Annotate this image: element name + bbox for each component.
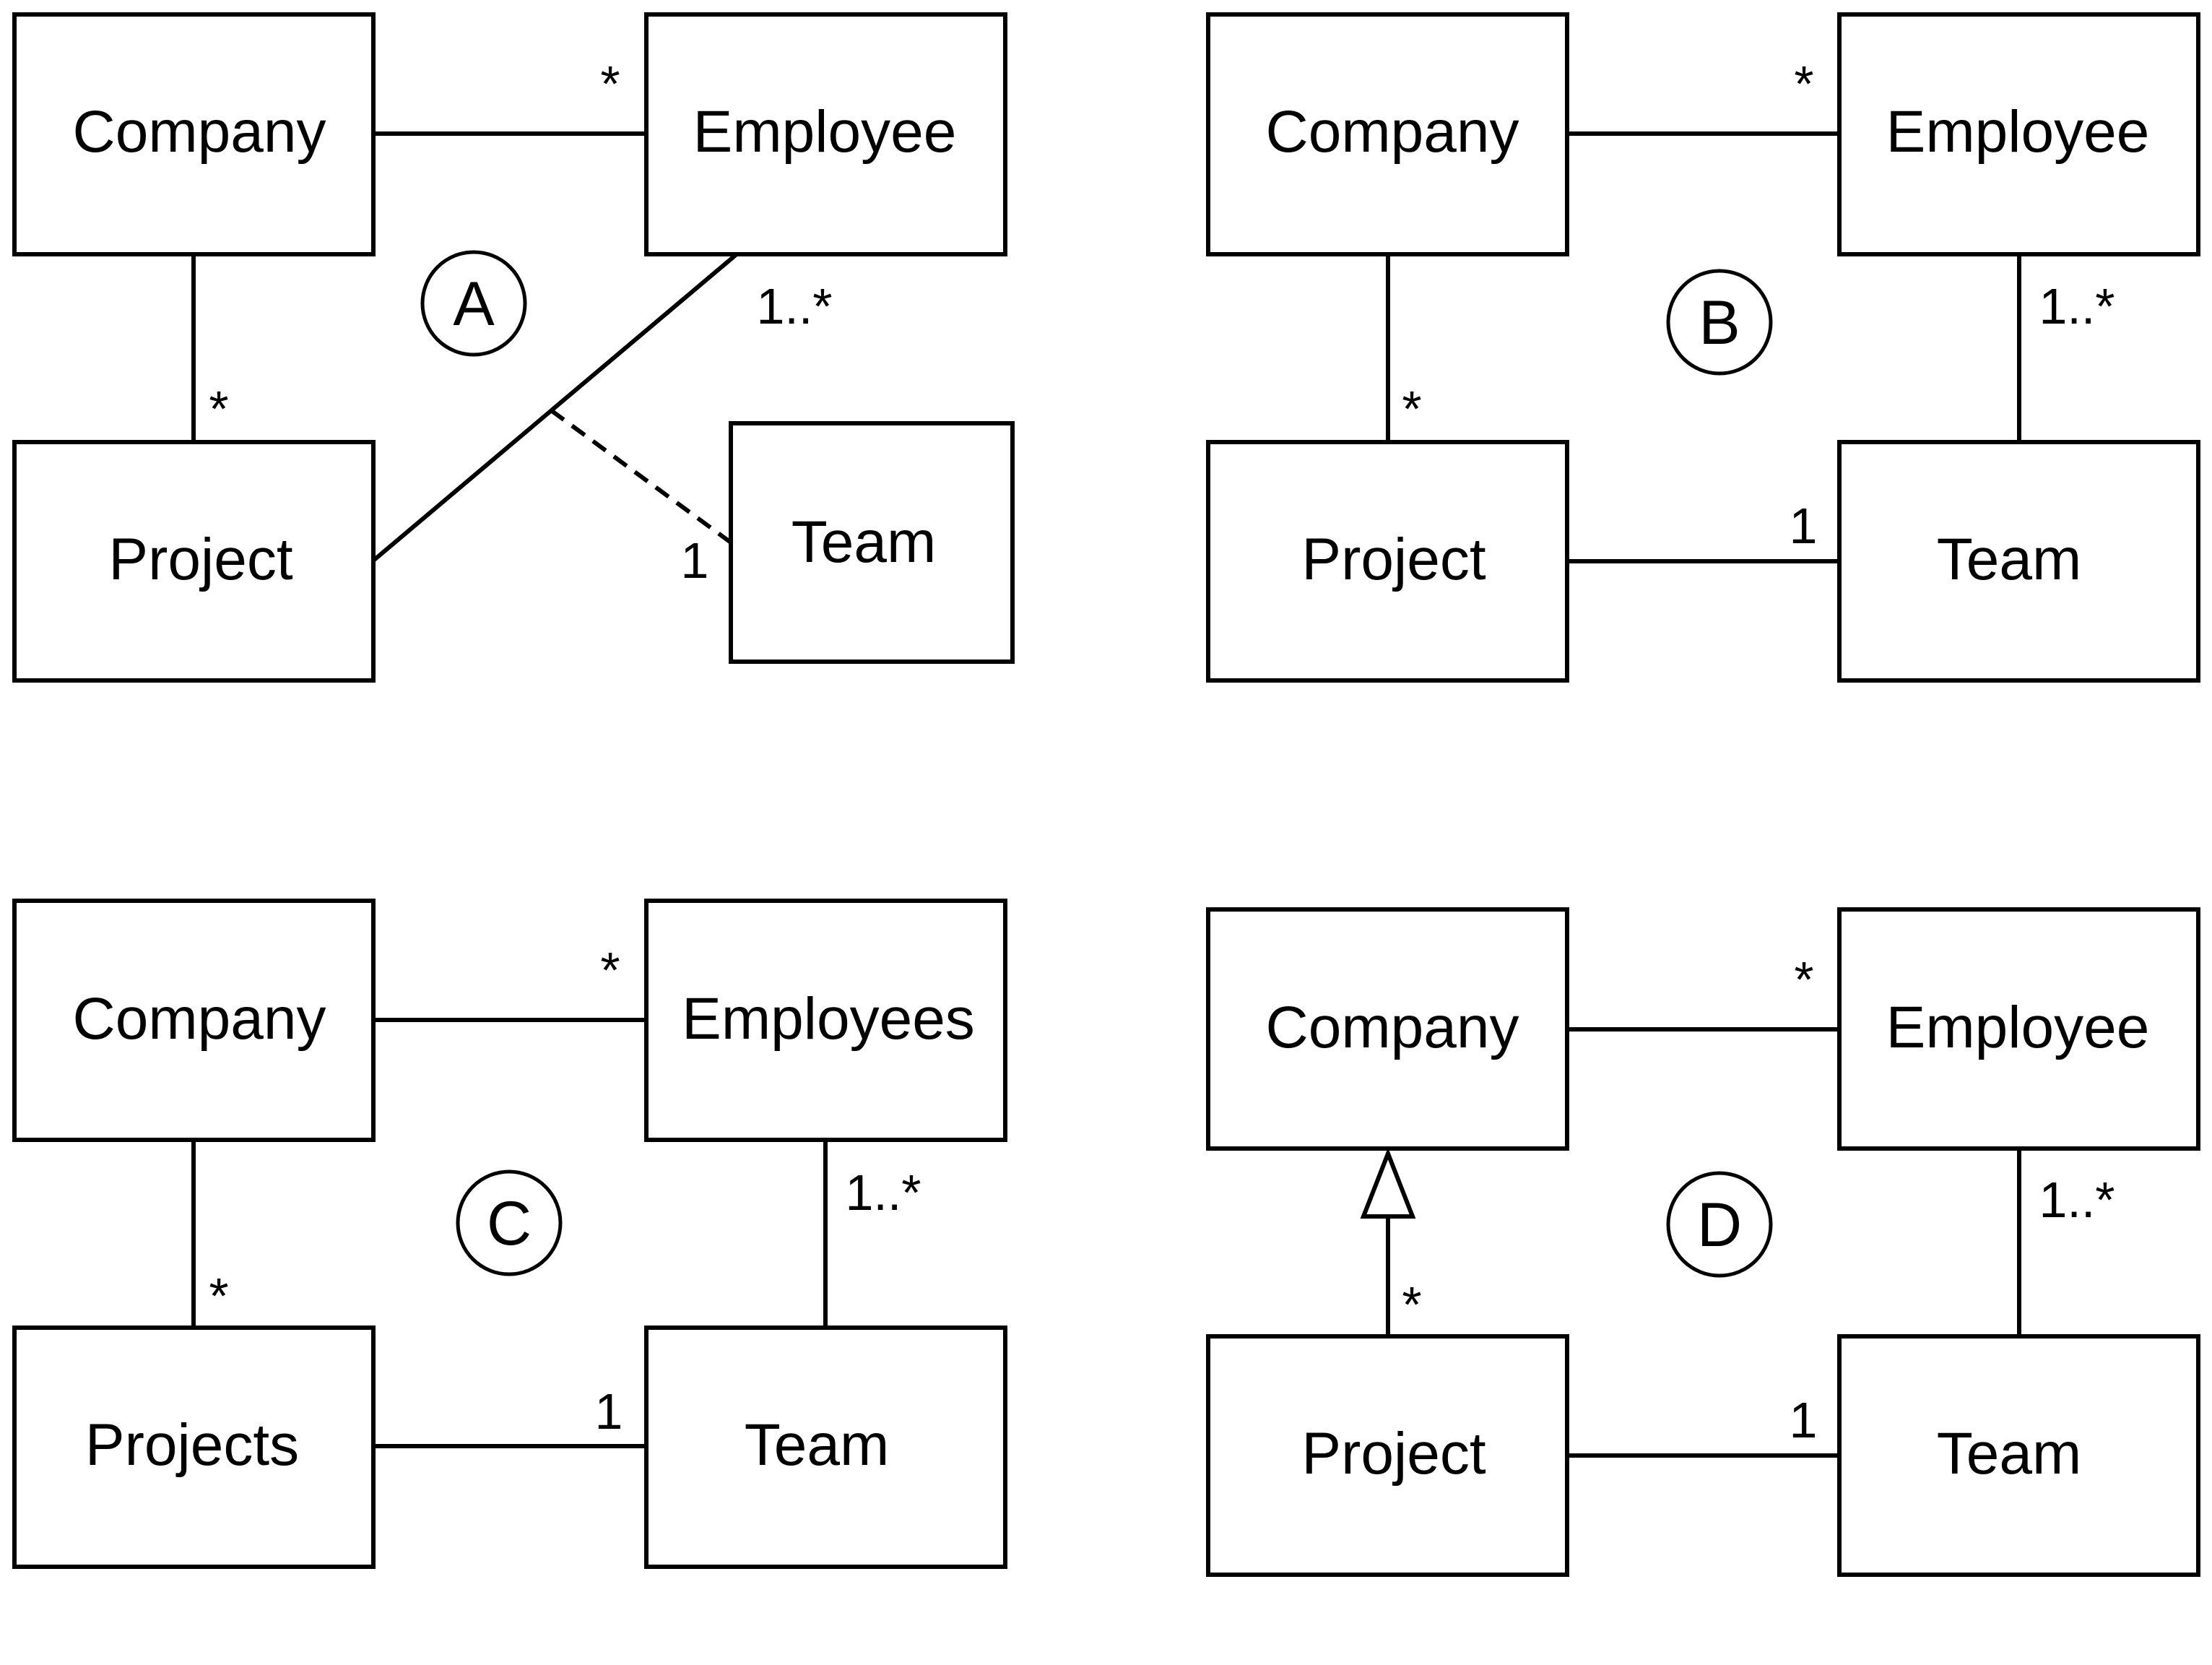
panel-marker-circle	[420, 250, 527, 357]
company-box	[12, 899, 376, 1142]
project-label: Project	[1301, 527, 1485, 592]
project-label: Project	[1301, 1421, 1485, 1487]
employee-box	[1837, 12, 2200, 256]
employees-multiplicity: *	[600, 942, 620, 998]
project-multiplicity: *	[1402, 381, 1421, 437]
employee-label: Employee	[1886, 99, 2150, 165]
team-box	[1837, 440, 2200, 683]
panel-marker-label: C	[487, 1189, 532, 1258]
edge-employee-project	[372, 252, 738, 563]
panel-b: Company Employee Project Team * * 1..* 1…	[1206, 12, 2200, 683]
panel-marker-circle	[456, 1169, 563, 1276]
project-label: Project	[108, 527, 292, 592]
project-multiplicity: *	[209, 381, 228, 437]
employees-box	[644, 899, 1007, 1142]
team-box	[729, 421, 1015, 664]
team-multiplicity: 1	[1790, 1392, 1818, 1448]
team-multiplicity: 1	[595, 1383, 623, 1440]
association-class-link	[550, 408, 732, 545]
company-label: Company	[73, 986, 326, 1052]
employee-multiplicity: *	[1794, 56, 1813, 112]
company-label: Company	[73, 99, 326, 165]
team-multiplicity: 1	[681, 532, 709, 589]
employee-label: Employee	[693, 99, 957, 165]
project-box	[1206, 440, 1569, 683]
team-label: Team	[1937, 1421, 2082, 1487]
employee-project-multiplicity: 1..*	[756, 278, 832, 334]
company-label: Company	[1266, 995, 1519, 1060]
team-employees-multiplicity: 1..*	[845, 1164, 921, 1221]
projects-multiplicity: *	[209, 1268, 228, 1324]
employee-label: Employee	[1886, 995, 2150, 1060]
panel-a: Company Employee Project Team * * 1..* 1…	[12, 12, 1015, 683]
team-multiplicity: 1	[1790, 498, 1818, 554]
panel-marker-label: B	[1699, 288, 1740, 358]
employees-label: Employees	[682, 986, 975, 1052]
team-box	[644, 1325, 1007, 1569]
projects-box	[12, 1325, 376, 1569]
panel-marker-circle	[1666, 1171, 1773, 1278]
panel-c: Company Employees Projects Team * * 1..*…	[12, 899, 1007, 1569]
panel-marker-label: D	[1697, 1190, 1742, 1260]
project-box	[12, 440, 376, 683]
employee-box	[644, 12, 1007, 256]
employee-multiplicity: *	[1794, 951, 1813, 1008]
employee-box	[1837, 907, 2200, 1151]
company-label: Company	[1266, 99, 1519, 165]
team-label: Team	[791, 509, 937, 575]
company-box	[1206, 12, 1569, 256]
team-box	[1837, 1334, 2200, 1577]
panel-marker-label: A	[453, 269, 495, 339]
panel-d: Company Employee Project Team * * 1..* 1…	[1206, 907, 2200, 1577]
project-multiplicity: *	[1402, 1276, 1421, 1333]
team-label: Team	[745, 1412, 890, 1478]
employee-multiplicity: *	[600, 56, 620, 112]
team-label: Team	[1937, 527, 2082, 592]
projects-label: Projects	[85, 1412, 299, 1478]
company-box	[12, 12, 376, 256]
generalization-arrowhead	[1360, 1147, 1416, 1219]
team-employee-multiplicity: 1..*	[2039, 278, 2115, 334]
project-box	[1206, 1334, 1569, 1577]
team-employee-multiplicity: 1..*	[2039, 1172, 2115, 1228]
company-box	[1206, 907, 1569, 1151]
panel-marker-circle	[1666, 269, 1773, 376]
